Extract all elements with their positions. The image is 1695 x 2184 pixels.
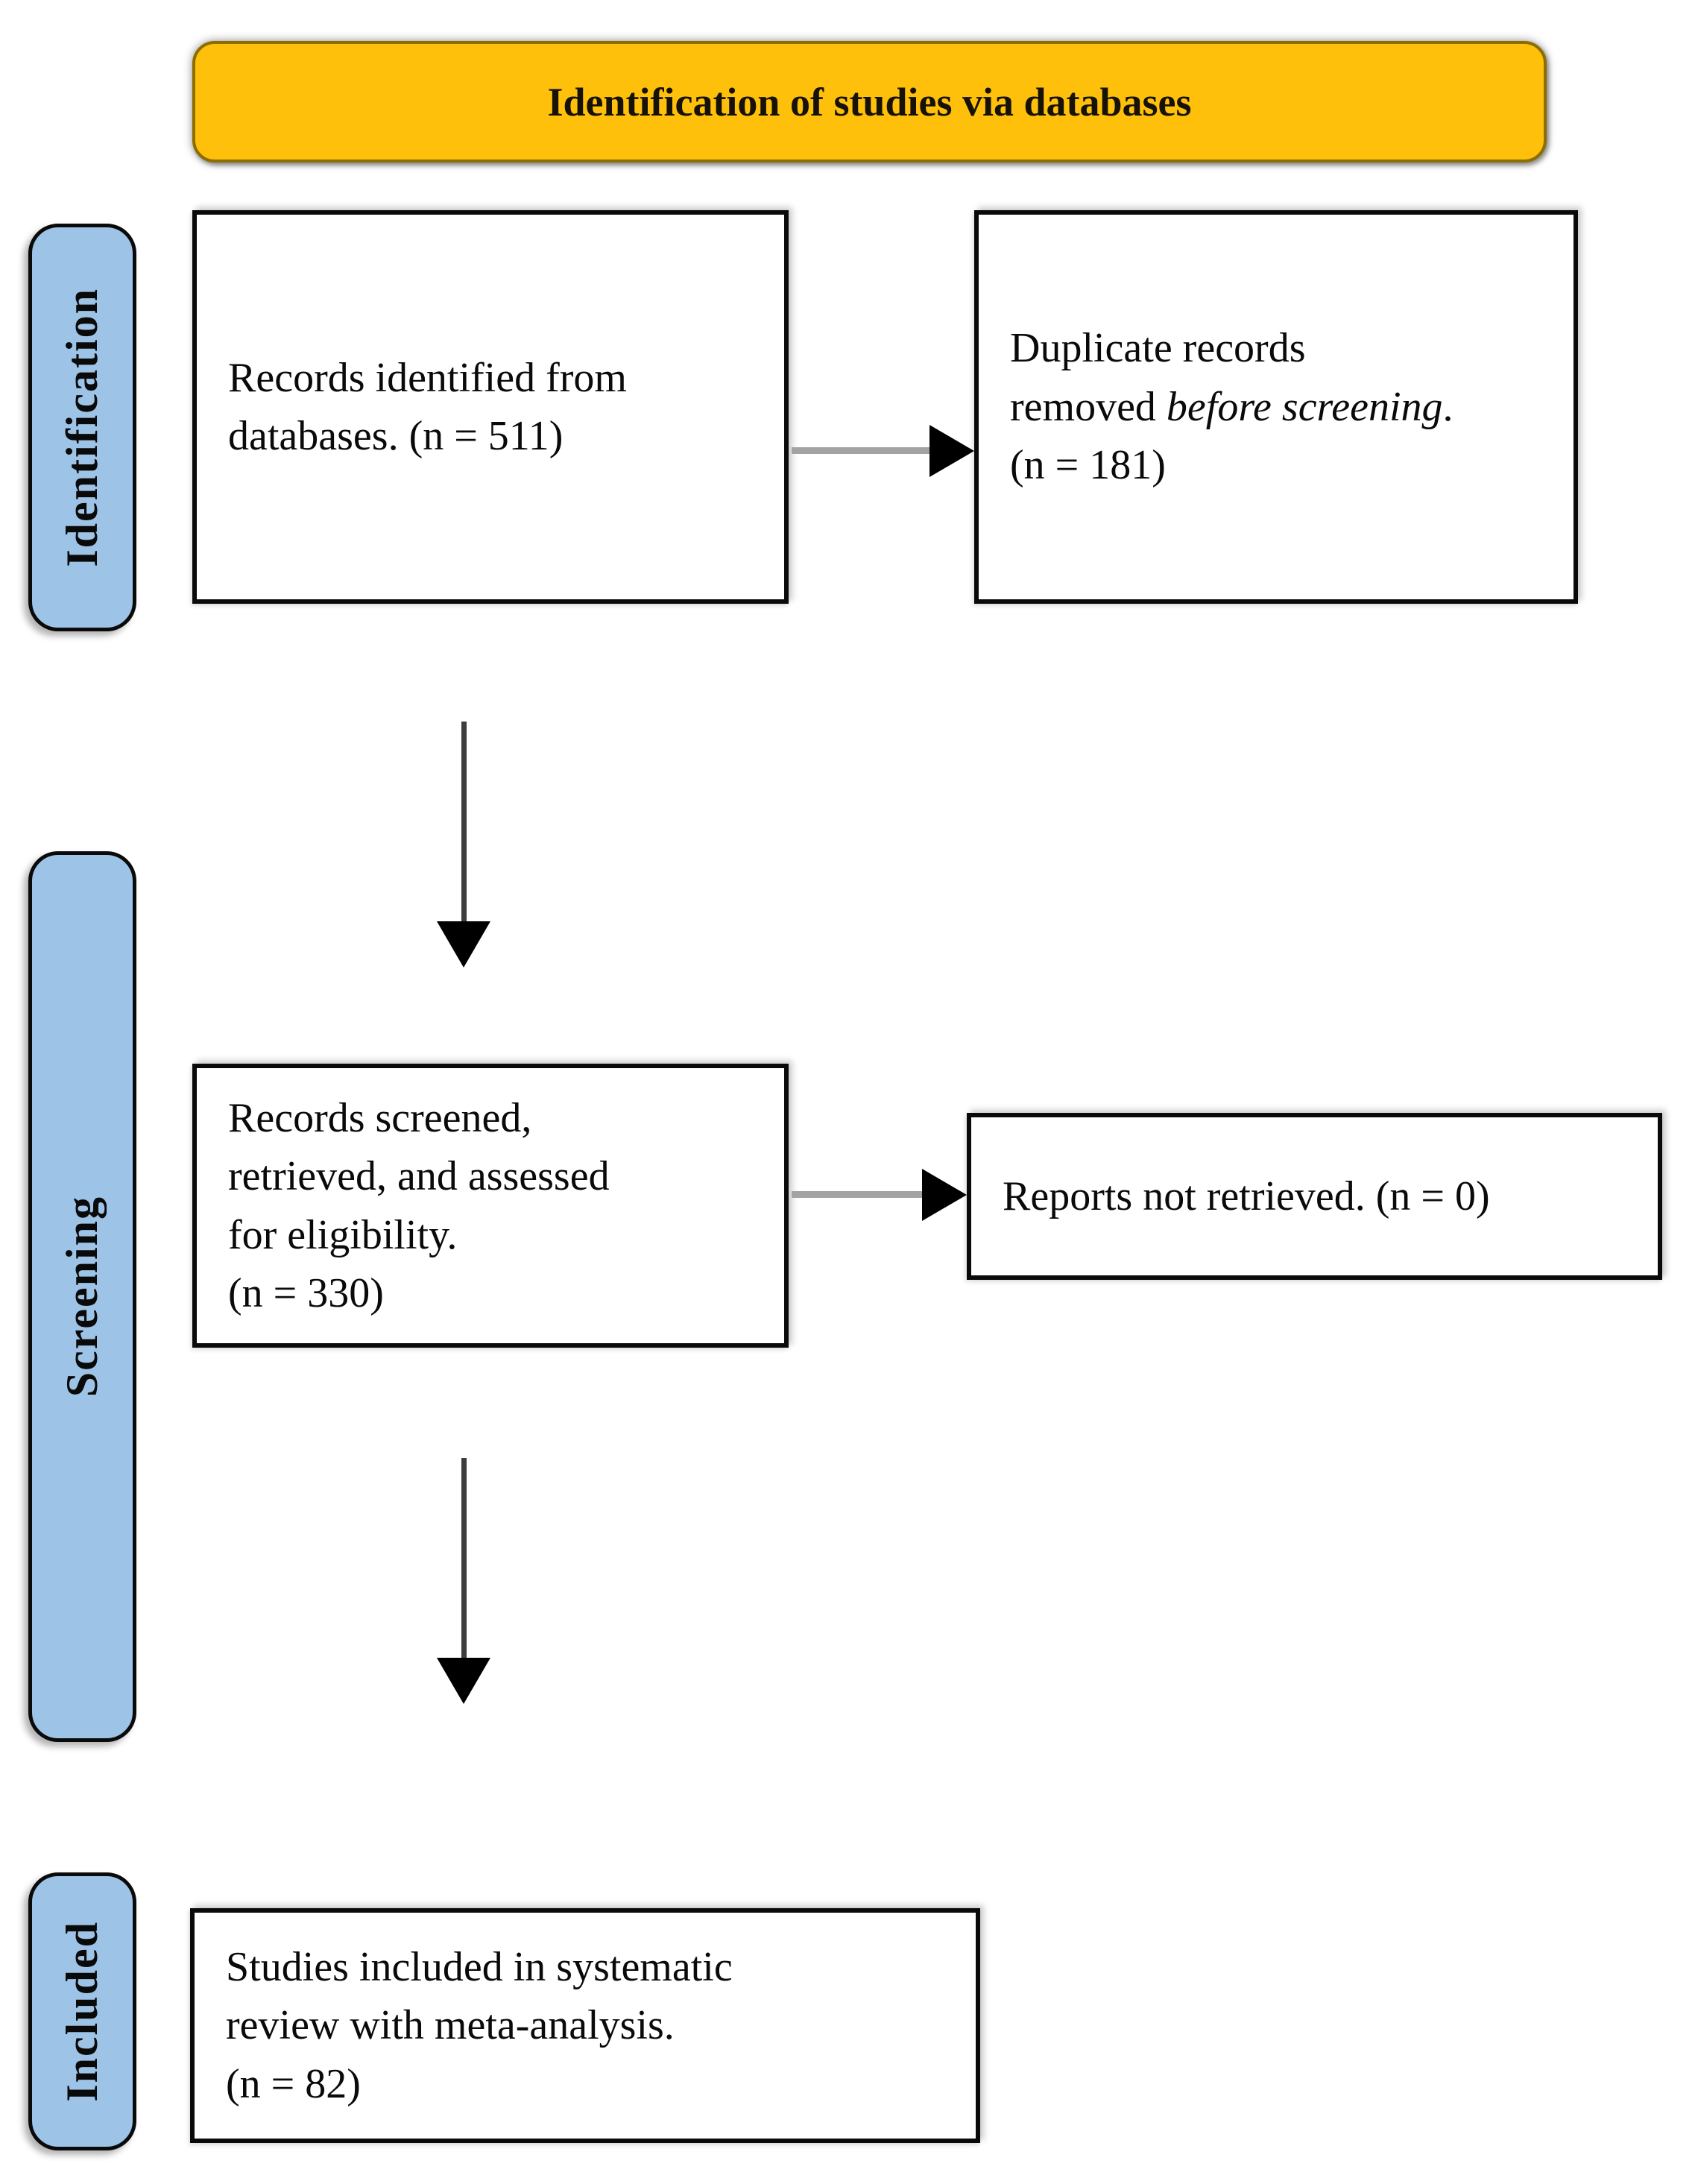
arrow-head-right-icon xyxy=(929,425,974,477)
arrow-shaft xyxy=(461,722,467,921)
box-reports-not-retrieved-text: Reports not retrieved. (n = 0) xyxy=(1003,1173,1490,1219)
stage-label-identification: Identification xyxy=(28,224,136,631)
stage-label-identification-text: Identification xyxy=(57,288,107,567)
diagram-title: Identification of studies via databases xyxy=(547,79,1192,124)
arrow-shaft xyxy=(792,1191,923,1198)
box-records-screened-text: Records screened,retrieved, and assessed… xyxy=(228,1094,610,1316)
stage-label-screening: Screening xyxy=(28,851,136,1742)
arrow-head-down-icon xyxy=(437,1658,490,1704)
arrow-shaft xyxy=(792,447,930,454)
arrow-head-right-icon xyxy=(922,1169,967,1221)
stage-label-screening-text: Screening xyxy=(57,1196,107,1398)
box-records-screened: Records screened,retrieved, and assessed… xyxy=(192,1064,789,1348)
arrow-shaft xyxy=(461,1458,467,1658)
stage-label-included: Included xyxy=(28,1872,136,2150)
stage-label-included-text: Included xyxy=(57,1921,107,2102)
title-banner: Identification of studies via databases xyxy=(192,41,1547,162)
arrow-head-down-icon xyxy=(437,921,490,968)
box-reports-not-retrieved: Reports not retrieved. (n = 0) xyxy=(967,1113,1662,1280)
